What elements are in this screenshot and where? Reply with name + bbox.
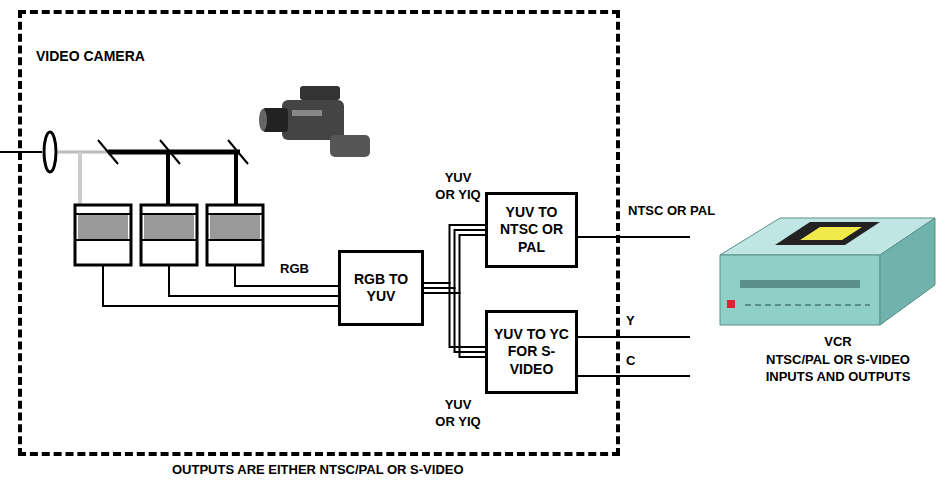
image-sensor <box>207 205 263 265</box>
signal-name: YUV OR YIQ <box>434 397 482 431</box>
sensor-edge <box>141 239 197 241</box>
output-wire <box>578 236 690 238</box>
sensor-edge <box>141 213 197 215</box>
image-sensor <box>141 205 197 265</box>
light-path <box>234 152 238 205</box>
vcr-front <box>720 255 880 325</box>
camcorder-body <box>282 100 344 140</box>
box-label: YUV TO YC FOR S-VIDEO <box>493 326 570 379</box>
output-wire <box>578 336 690 338</box>
signal-line <box>424 235 485 293</box>
signal-line <box>424 288 485 352</box>
device-name: VCR <box>800 334 876 351</box>
vcr-side <box>880 218 935 325</box>
beam-splitter <box>98 140 118 164</box>
caption: OUTPUTS ARE EITHER NTSC/PAL OR S-VIDEO <box>172 462 464 477</box>
vcr-buttons <box>745 304 870 306</box>
vcr-slot <box>740 280 860 288</box>
signal-line <box>424 230 485 288</box>
signal-name: RGB <box>280 261 320 278</box>
box-label: YUV TO NTSC OR PAL <box>493 204 570 257</box>
sensor-chip <box>144 214 194 240</box>
camcorder-grip <box>330 135 370 157</box>
rgb-wire <box>169 266 338 296</box>
box-label: RGB TO YUV <box>346 271 416 306</box>
converter-box: YUV TO NTSC OR PAL <box>485 192 578 268</box>
light-path <box>78 152 82 205</box>
camcorder-viewfinder <box>300 86 340 100</box>
cassette-label <box>800 227 862 240</box>
converter-box: YUV TO YC FOR S-VIDEO <box>485 310 578 394</box>
converter-box: RGB TO YUV <box>338 250 424 326</box>
vhs-cassette <box>775 222 880 245</box>
output-name: C <box>626 353 646 370</box>
device-note: NTSC/PAL OR S-VIDEO INPUTS AND OUTPUTS <box>755 352 921 386</box>
camcorder-lens <box>259 109 267 131</box>
signal-line <box>424 293 485 357</box>
triple-signal-bus <box>424 283 485 357</box>
sensor-chip <box>210 214 260 240</box>
sensor-edge <box>207 239 263 241</box>
output-wire <box>578 375 690 377</box>
sensor-edge <box>75 239 131 241</box>
sensor-chip <box>78 214 128 240</box>
vcr-led <box>727 300 735 308</box>
housing-title: VIDEO CAMERA <box>36 48 145 66</box>
output-name: NTSC OR PAL <box>628 203 738 220</box>
lens <box>44 132 56 172</box>
camcorder-detail <box>292 110 322 116</box>
light-path <box>108 150 240 155</box>
sensor-edge <box>207 213 263 215</box>
light-path <box>166 152 170 205</box>
light-path <box>58 151 108 154</box>
signal-name: YUV OR YIQ <box>434 170 482 204</box>
output-name: Y <box>626 313 646 330</box>
image-sensor <box>75 205 131 265</box>
camera-housing: VIDEO CAMERA RGB TO YUV YUV TO NTSC OR PAL… <box>18 10 620 456</box>
sensor-edge <box>75 213 131 215</box>
